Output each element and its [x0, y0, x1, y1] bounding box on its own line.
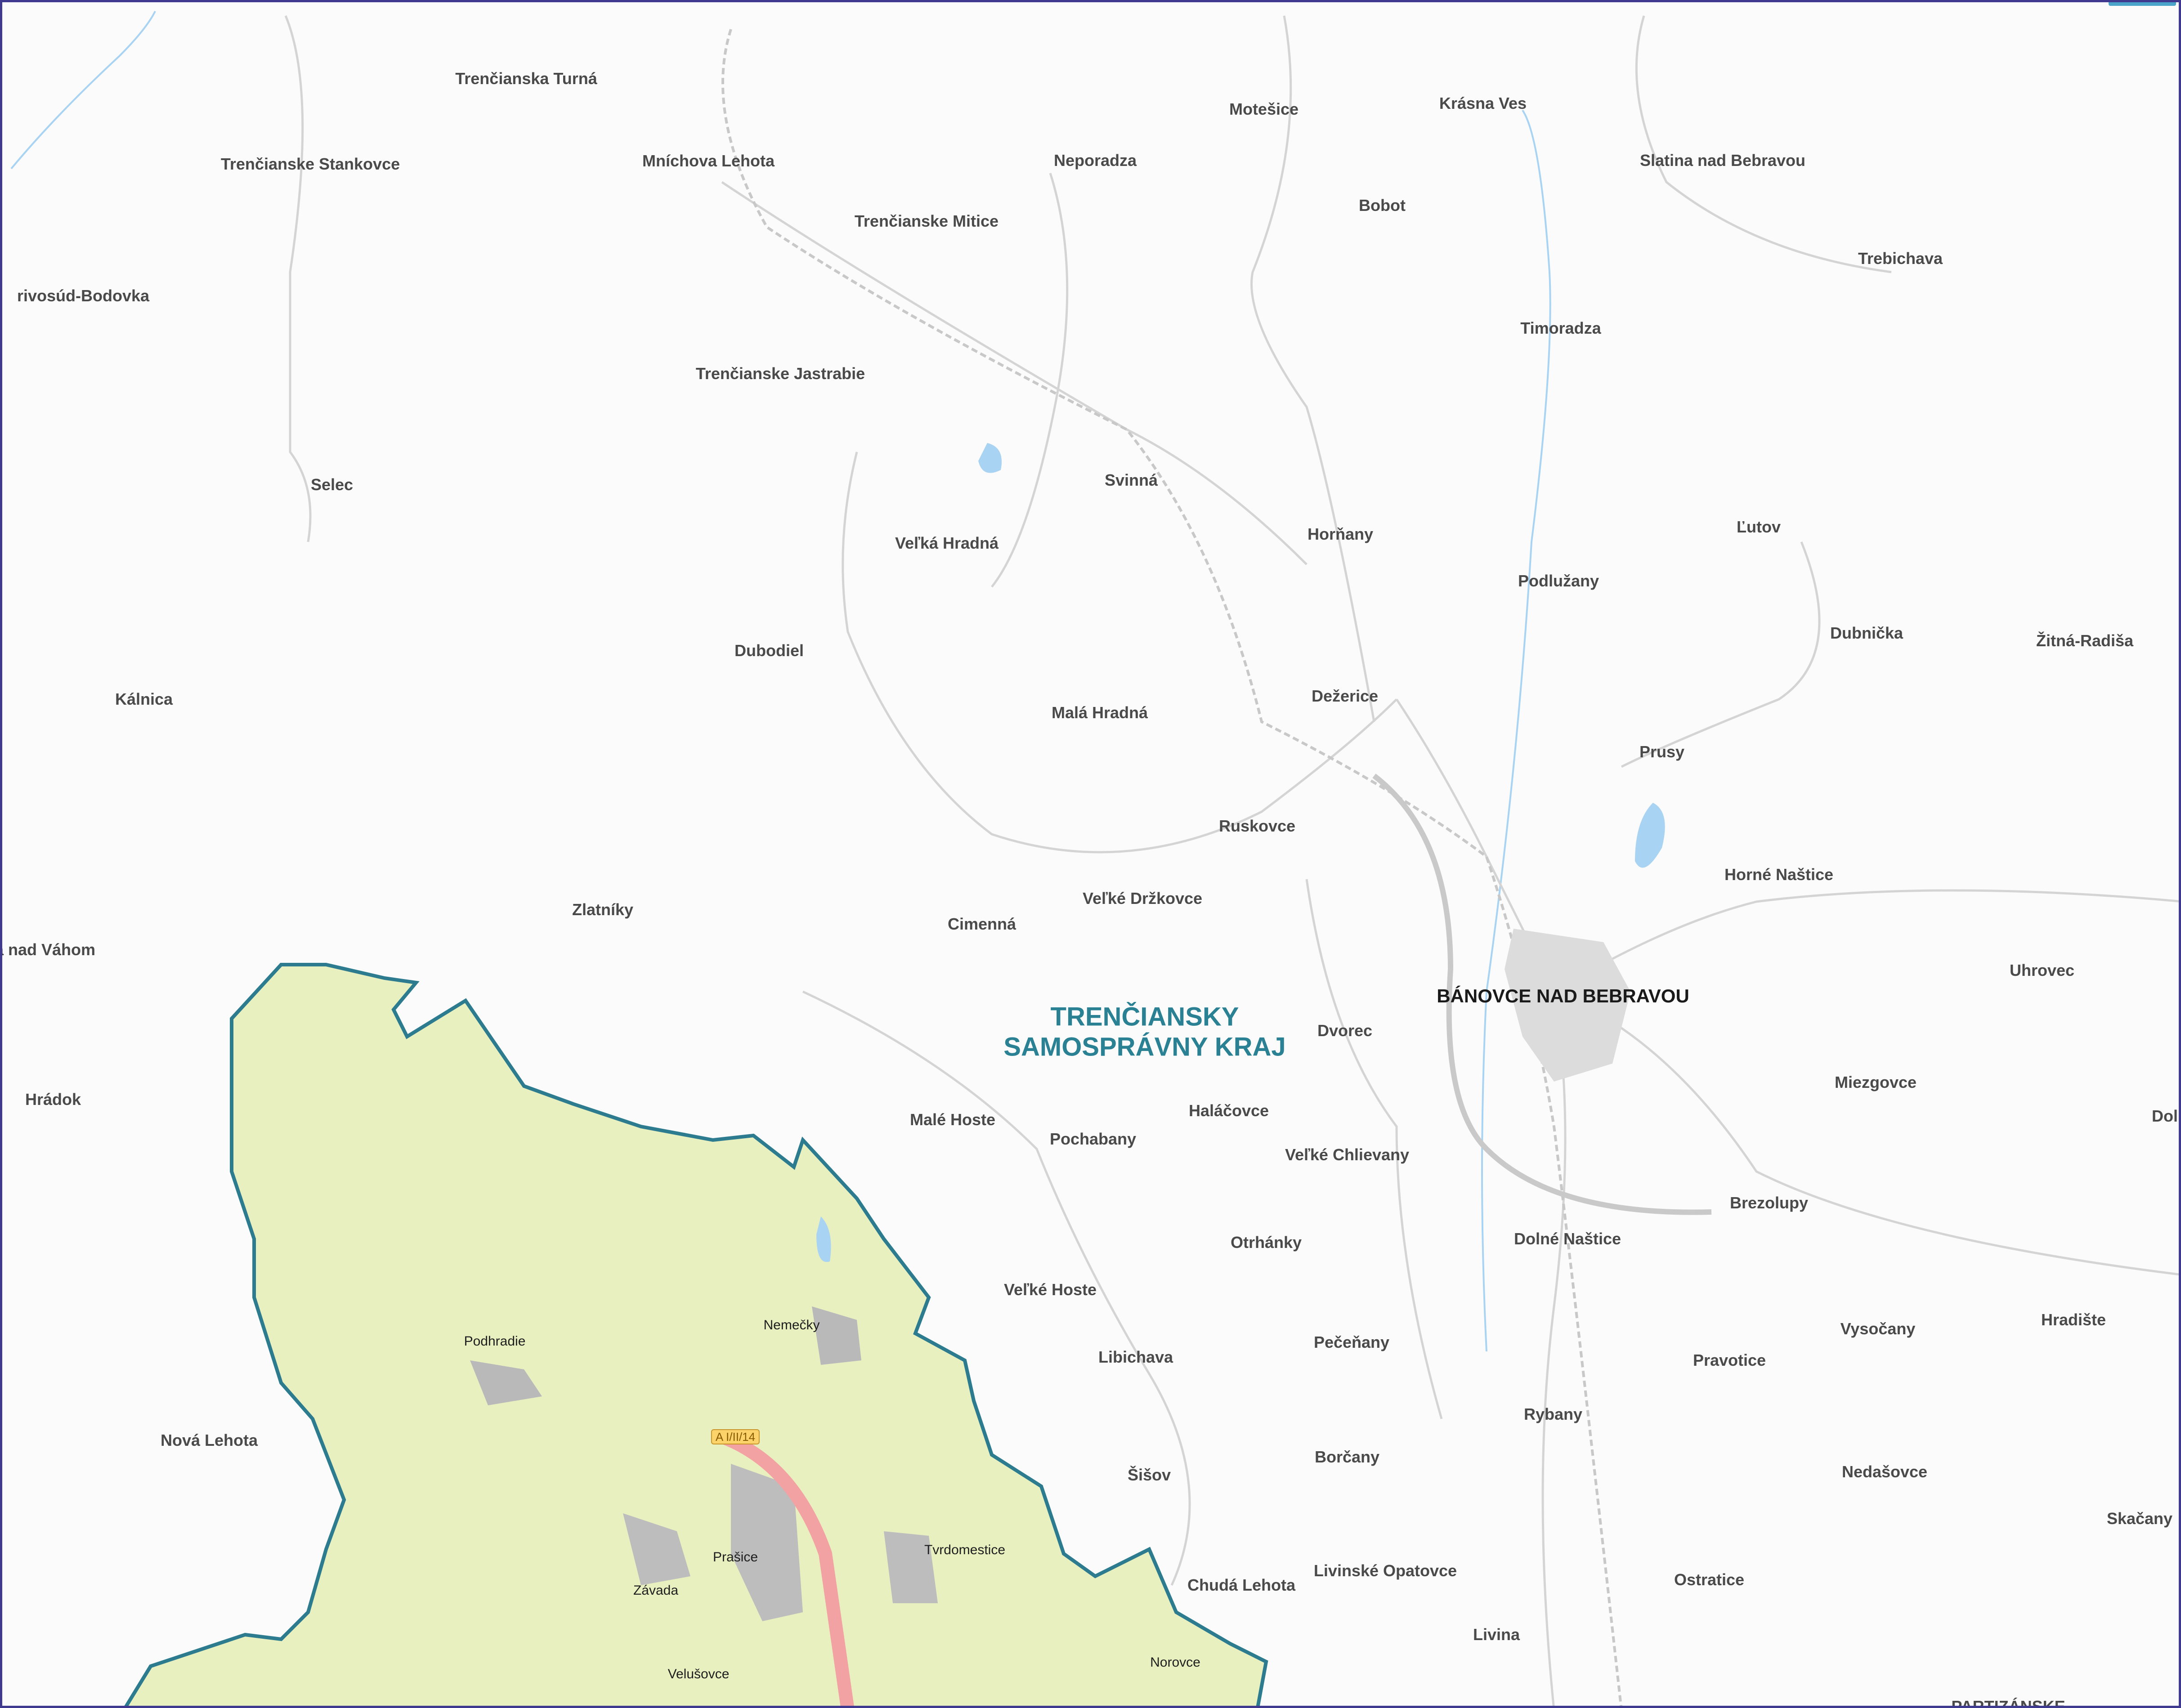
railway-line — [721, 29, 1622, 1706]
village-label: Velušovce — [667, 1667, 730, 1681]
place-label: Cimenná — [947, 915, 1017, 933]
place-label: Chudá Lehota — [1187, 1576, 1295, 1594]
settlement-area-podhradie — [470, 1360, 542, 1405]
place-label: Neporadza — [1053, 151, 1137, 170]
place-label: Bobot — [1359, 196, 1406, 215]
place-label: Nová Lehota — [160, 1431, 258, 1449]
place-label: Hrádok — [25, 1090, 81, 1109]
place-label: Nedašovce — [1841, 1462, 1928, 1481]
town-label-banovce: BÁNOVCE NAD BEBRAVOU — [1437, 985, 1689, 1006]
place-label: Horné Naštice — [1724, 865, 1834, 884]
village-label: Norovce — [1150, 1655, 1200, 1670]
water-lake-prusy — [1635, 803, 1665, 868]
place-label: Veľká Hradná — [895, 534, 999, 552]
place-label: Svinná — [1104, 471, 1158, 489]
village-label: Závada — [633, 1583, 679, 1598]
river-left — [10, 11, 156, 170]
place-label: Vysočany — [1840, 1319, 1916, 1338]
settlement-area-zavada — [623, 1513, 690, 1585]
motorway — [719, 1430, 854, 1706]
place-label: Dolné Naštice — [1514, 1230, 1621, 1248]
main-road-bypass — [1372, 774, 1712, 1215]
place-label: Borčany — [1314, 1448, 1380, 1466]
place-label: Prusy — [1639, 742, 1685, 761]
map-control-bar[interactable] — [2109, 2, 2176, 6]
place-label: Pochabany — [1049, 1130, 1137, 1148]
place-label: Ľutov — [1737, 518, 1781, 536]
place-label: Motešice — [1229, 100, 1299, 118]
settlement-area-prasice — [731, 1464, 803, 1621]
village-label: Prašice — [712, 1550, 758, 1565]
place-label: Livinské Opatovce — [1313, 1561, 1457, 1580]
place-label: Slatina nad Bebravou — [1639, 151, 1806, 170]
place-label: ka nad Váhom — [2, 940, 96, 959]
region-label-line1: TRENČIANSKY — [1050, 1002, 1239, 1032]
place-label: Žitná-Radiša — [2036, 631, 2134, 650]
place-label: Šišov — [1127, 1466, 1171, 1484]
settlement-area-tvrdomestice — [884, 1531, 938, 1603]
place-label: Dubodiel — [734, 641, 804, 660]
river-bebrava — [1481, 109, 1551, 1352]
place-label: Kálnica — [115, 690, 173, 708]
place-label: Veľké Držkovce — [1082, 889, 1203, 908]
place-label: Malá Hradná — [1051, 703, 1148, 722]
place-label: Skačany — [2106, 1509, 2173, 1528]
place-label: Dežerice — [1311, 687, 1379, 705]
place-label: Miezgovce — [1834, 1073, 1917, 1091]
place-label: Zlatníky — [572, 900, 634, 919]
place-label: Trenčianske Mitice — [854, 212, 999, 230]
place-label: Podlužany — [1518, 572, 1599, 590]
place-label: Selec — [310, 475, 354, 494]
place-label: Ruskovce — [1218, 817, 1296, 835]
place-label: Rybany — [1523, 1405, 1583, 1423]
village-label: Podhradie — [464, 1334, 526, 1349]
place-label: Dvorec — [1317, 1021, 1373, 1040]
place-label: Haláčovce — [1188, 1101, 1269, 1120]
village-label: Nemečky — [763, 1318, 820, 1332]
place-label: Livina — [1473, 1625, 1520, 1644]
place-label: Dolr — [2152, 1107, 2181, 1125]
water-reservoir — [978, 443, 1002, 473]
place-label: Hradište — [2041, 1310, 2106, 1329]
place-label: Horňany — [1307, 525, 1374, 543]
place-label: Malé Hoste — [909, 1110, 996, 1129]
place-label-partial: PARTIZÁNSKE — [1951, 1697, 2065, 1708]
road-shield: A I/II/14 — [711, 1429, 760, 1444]
place-label: Krásna Ves — [1439, 94, 1527, 112]
place-label: Libichava — [1098, 1348, 1173, 1366]
place-label: Pečeňany — [1313, 1333, 1390, 1351]
place-label: Uhrovec — [2009, 961, 2075, 979]
place-label: Ostratice — [1674, 1570, 1745, 1589]
water-pond-nemecky — [816, 1216, 831, 1262]
place-label: Veľké Chlievany — [1285, 1145, 1410, 1164]
region-label: TRENČIANSKY SAMOSPRÁVNY KRAJ — [1003, 1002, 1285, 1062]
settlement-area-nemecky — [812, 1306, 861, 1365]
village-label: Tvrdomestice — [924, 1543, 1006, 1557]
region-label-line2: SAMOSPRÁVNY KRAJ — [1003, 1032, 1286, 1061]
place-label: Trenčianske Jastrabie — [695, 364, 865, 383]
place-label: Veľké Hoste — [1004, 1280, 1097, 1299]
place-label: Trebichava — [1858, 249, 1943, 268]
place-label: Trenčianska Turná — [455, 69, 597, 88]
protected-area — [124, 963, 1268, 1706]
place-label: Otrhánky — [1230, 1233, 1302, 1252]
place-label: Dubnička — [1830, 624, 1903, 642]
settlement-area-banovce — [1505, 929, 1630, 1082]
place-label: Brezolupy — [1729, 1194, 1809, 1212]
place-label: Mníchova Lehota — [642, 152, 775, 170]
place-label: Trenčianske Stankovce — [220, 155, 400, 173]
place-label: rivosúd-Bodovka — [17, 286, 150, 305]
place-label: Pravotice — [1693, 1351, 1766, 1369]
place-label: Timoradza — [1520, 319, 1601, 337]
